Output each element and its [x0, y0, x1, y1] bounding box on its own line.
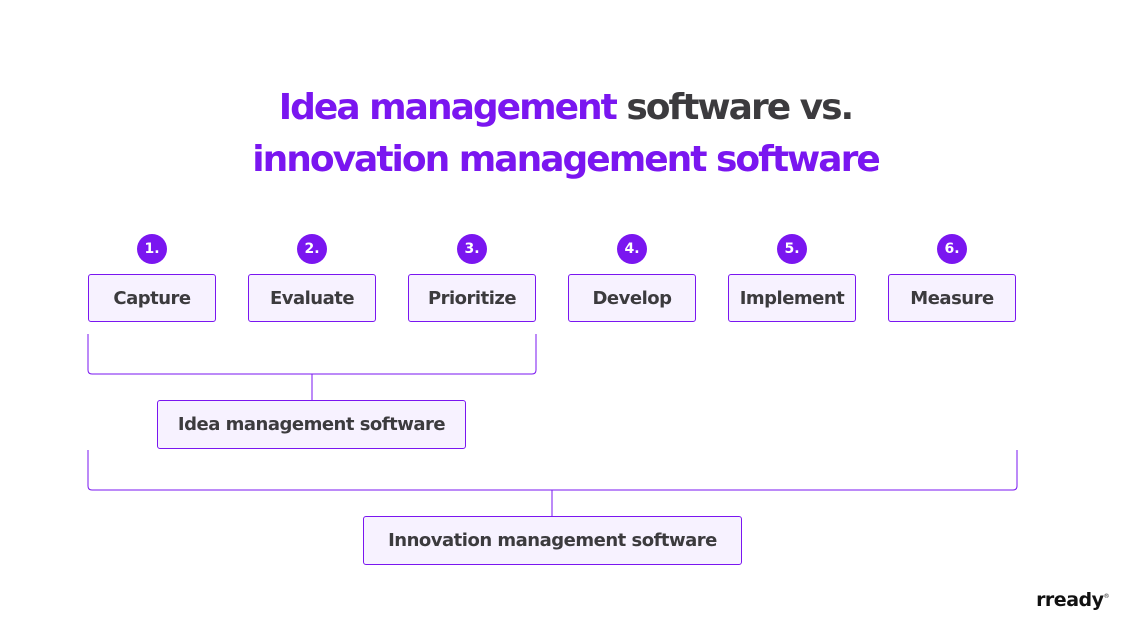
step-evaluate: Evaluate — [248, 274, 376, 322]
idea-management-label: Idea management software — [157, 400, 466, 449]
title-line-2: innovation management software — [252, 139, 881, 180]
step-implement: Implement — [728, 274, 856, 322]
logo-text: rready — [1036, 589, 1104, 611]
idea-bracket — [87, 334, 537, 375]
innovation-management-label: Innovation management software — [363, 516, 742, 565]
step-5-badge: 5. — [777, 234, 807, 264]
step-develop: Develop — [568, 274, 696, 322]
step-4-badge: 4. — [617, 234, 647, 264]
step-1-badge: 1. — [137, 234, 167, 264]
step-3-badge: 3. — [457, 234, 487, 264]
title-line-1: Idea management software vs. — [0, 82, 1131, 134]
logo-registered-mark: ® — [1103, 593, 1110, 600]
step-prioritize: Prioritize — [408, 274, 536, 322]
step-2-badge: 2. — [297, 234, 327, 264]
rready-logo: rready® — [1036, 589, 1109, 611]
title-highlight: Idea management — [278, 87, 618, 128]
title-rest: software vs. — [615, 87, 854, 128]
step-6-badge: 6. — [937, 234, 967, 264]
step-measure: Measure — [888, 274, 1016, 322]
step-capture: Capture — [88, 274, 216, 322]
innovation-bracket — [87, 450, 1018, 491]
